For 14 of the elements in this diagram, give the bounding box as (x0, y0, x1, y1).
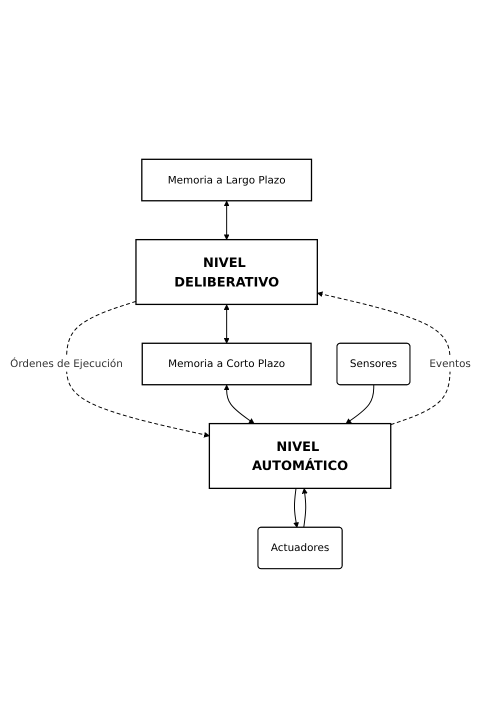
node-box: NIVEL AUTOMÁTICO (208, 422, 392, 490)
arrow (224, 384, 254, 424)
arrow (224, 200, 230, 240)
arrow (302, 488, 308, 528)
arrow (317, 291, 451, 426)
node-box: Memoria a Largo Plazo (141, 158, 312, 202)
arrow (346, 384, 374, 424)
node-box: Memoria a Corto Plazo (142, 342, 312, 386)
edge-label: Órdenes de Ejecución (10, 358, 123, 370)
node-box: NIVEL DELIBERATIVO (135, 238, 318, 306)
arrow (293, 488, 299, 528)
arrow (66, 300, 210, 438)
arrow (224, 304, 230, 344)
edge-label: Eventos (429, 358, 471, 370)
